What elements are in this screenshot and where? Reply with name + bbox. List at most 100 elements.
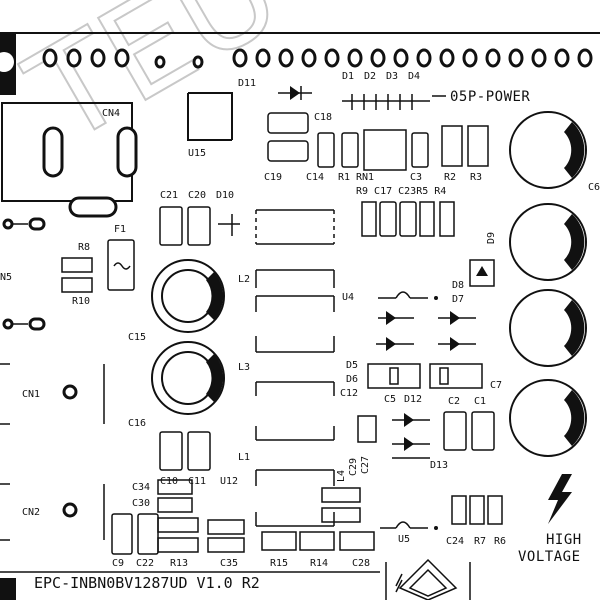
header-pin [531, 48, 547, 68]
header-pins-left [42, 48, 204, 69]
f1-label: F1 [114, 224, 126, 235]
d7-label: D7 [452, 294, 464, 305]
l3-label: L3 [238, 362, 250, 373]
c11-label: C11 [188, 476, 206, 487]
c20-label: C20 [188, 190, 206, 201]
c29-label: C29 [348, 458, 359, 476]
header-pin [347, 48, 363, 68]
header-pin [232, 48, 248, 68]
c5-d12-c7-row [367, 363, 483, 389]
c12-part [357, 415, 377, 443]
u4-ic [255, 209, 335, 527]
c27-label: C27 [360, 456, 371, 474]
c21-label: C21 [160, 190, 178, 201]
d6-label: D6 [346, 374, 358, 385]
header-pin [554, 48, 570, 68]
c14-r1-rn1-c3 [317, 129, 429, 171]
d8-diode [469, 259, 495, 287]
cn4-label: CN4 [102, 108, 120, 119]
c14-label: C14 [306, 172, 324, 183]
r9-c17-c23-r5-r4-label: R9 C17 C23R5 R4 [356, 186, 446, 197]
header-pin [416, 48, 432, 68]
header-pin [439, 48, 455, 68]
board-name: EPC-INBN0BV1287UD V1.0 R2 [34, 574, 260, 592]
c18-c19-caps [267, 112, 309, 162]
c10-c11 [159, 431, 211, 471]
c12-label: C12 [340, 388, 358, 399]
c6-label: C6 [588, 182, 600, 193]
d1-label: D1 [342, 71, 354, 82]
c9-label: C9 [112, 558, 124, 569]
header-pin [301, 48, 317, 68]
right-cap-2 [509, 203, 587, 281]
rn1-label: RN1 [356, 172, 374, 183]
n5-label: N5 [0, 272, 12, 283]
u15-outline [187, 92, 233, 141]
r15-label: R15 [270, 558, 288, 569]
r7-label: R7 [474, 536, 486, 547]
high-voltage-line1: HIGH [546, 532, 582, 548]
r6-label: R6 [494, 536, 506, 547]
transformer-symbol-icon [385, 558, 471, 600]
d13-label: D13 [430, 460, 448, 471]
cn2-label: CN2 [22, 507, 40, 518]
l4-label: L4 [336, 470, 347, 482]
d1-d4-array [342, 94, 430, 110]
d8-label: D8 [452, 280, 464, 291]
u5-opto [380, 521, 438, 530]
cn1-label: CN1 [22, 389, 40, 400]
cn2-connector [0, 483, 105, 541]
header-pin [370, 48, 386, 68]
right-cap-4 [509, 379, 587, 457]
c10-label: C10 [160, 476, 178, 487]
c35-label: C35 [220, 558, 238, 569]
c24-label: C24 [446, 536, 464, 547]
c30-label: C30 [132, 498, 150, 509]
l2-label: L2 [238, 274, 250, 285]
r1-label: R1 [338, 172, 350, 183]
u12-label: U12 [220, 476, 238, 487]
n5-pads [2, 217, 46, 331]
c7-label: C7 [490, 380, 502, 391]
c28-label: C28 [352, 558, 370, 569]
header-pin [278, 48, 294, 68]
d9-label: D9 [486, 232, 497, 244]
d11-diode [278, 86, 312, 100]
r9-c17-c23-r5-r4 [361, 201, 455, 237]
corner-block-bottom-left [0, 578, 16, 600]
c22-label: C22 [136, 558, 154, 569]
c15-label: C15 [128, 332, 146, 343]
r10-label: R10 [72, 296, 90, 307]
c2-label: C2 [448, 396, 460, 407]
header-pin [508, 48, 524, 68]
r14-label: R14 [310, 558, 328, 569]
high-voltage-lightning-icon [548, 474, 572, 524]
bridge-diodes [376, 291, 476, 351]
r8-r10-f1 [61, 239, 135, 293]
u5-label: U5 [398, 534, 410, 545]
u4-label: U4 [342, 292, 354, 303]
cn1-connector [0, 363, 105, 425]
c24-r7-r6 [451, 495, 503, 525]
d10-label: D10 [216, 190, 234, 201]
r8-label: R8 [78, 242, 90, 253]
d11-label: D11 [238, 78, 256, 89]
c34-c30 [157, 479, 193, 513]
header-pin [462, 48, 478, 68]
header-pin [577, 48, 593, 68]
c34-label: C34 [132, 482, 150, 493]
c3-label: C3 [410, 172, 422, 183]
high-voltage-line2: VOLTAGE [518, 549, 581, 565]
d13-diodes [392, 413, 430, 459]
c2-c1-caps [443, 411, 495, 451]
c1-label: C1 [474, 396, 486, 407]
c15-cap [151, 259, 225, 333]
header-pin [255, 48, 271, 68]
d2-label: D2 [364, 71, 376, 82]
c21-c20-d10 [159, 206, 240, 246]
header-pin [485, 48, 501, 68]
header-pins-main [232, 48, 593, 68]
r13-label: R13 [170, 558, 188, 569]
r3-label: R3 [470, 172, 482, 183]
